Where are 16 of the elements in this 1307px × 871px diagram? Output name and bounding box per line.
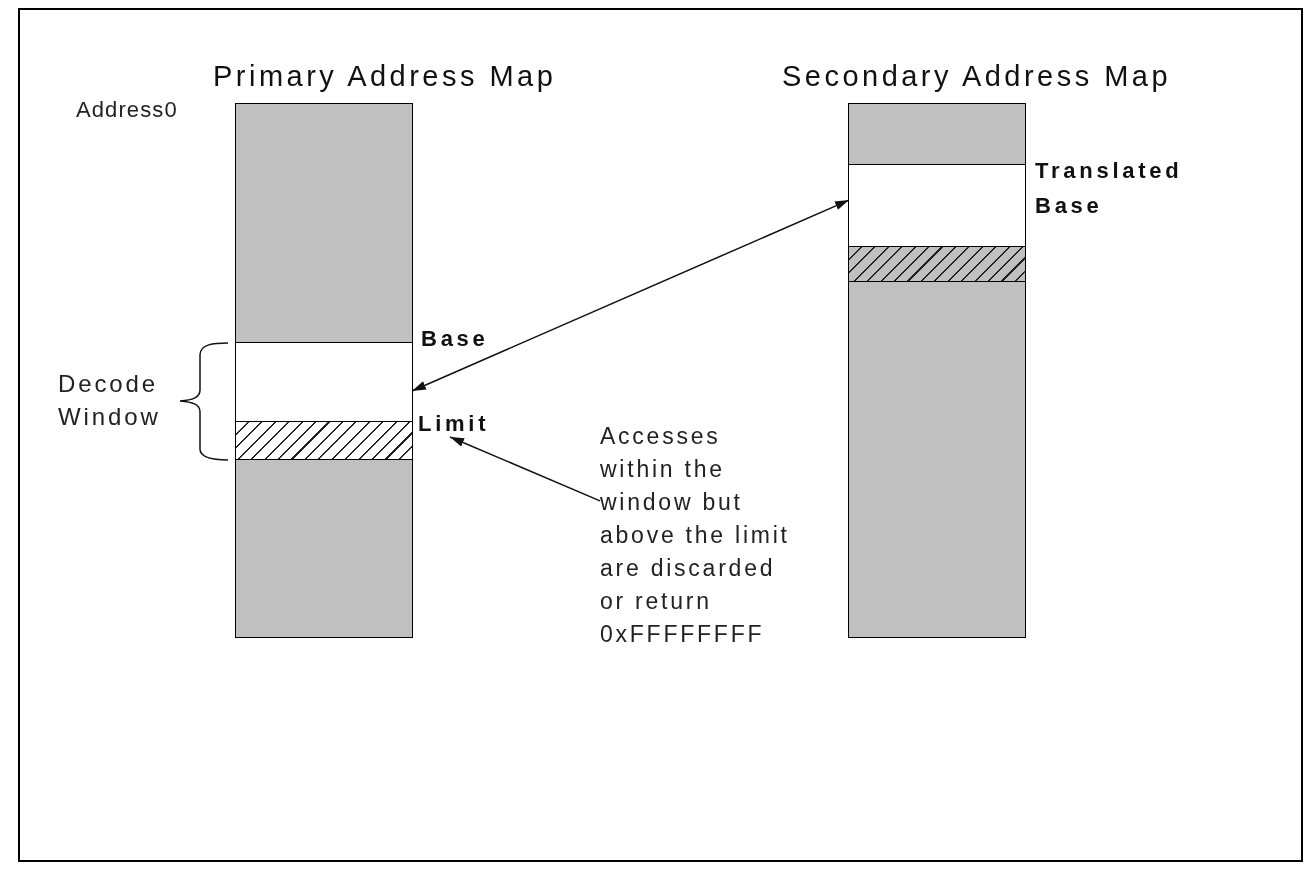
memory-region (236, 104, 412, 342)
double-arrow (411, 199, 850, 392)
leader-arrow (449, 436, 601, 502)
map-title: Secondary Address Map (782, 59, 1172, 94)
memory-region (236, 459, 412, 637)
boundary-label: Base (421, 326, 489, 352)
address-label: Address0 (76, 97, 178, 123)
map-title: Primary Address Map (213, 59, 557, 94)
note-text: Accesses within the window but above the limit are discarded or return 0xFFFFFFFF (600, 420, 797, 651)
boundary-label: Limit (418, 411, 490, 437)
bracket-label: Decode Window (58, 369, 162, 432)
hatched-region (849, 246, 1025, 281)
memory-region (849, 281, 1025, 637)
memory-region (849, 104, 1025, 164)
boundary-label: Translated Base (1035, 157, 1184, 220)
hatched-region (236, 421, 412, 459)
